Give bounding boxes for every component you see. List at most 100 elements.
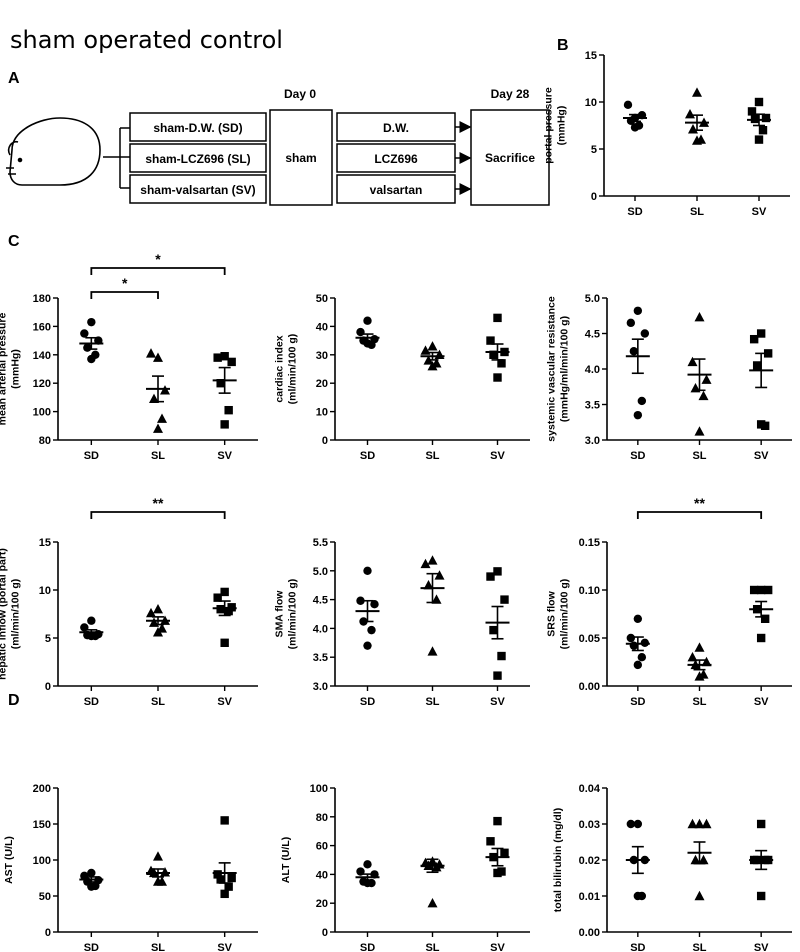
data-point-square: [489, 350, 498, 359]
data-point-square: [216, 379, 225, 388]
data-point-circle: [356, 596, 365, 605]
data-point-square: [493, 671, 502, 680]
y-tick-label: 10: [585, 97, 597, 109]
data-point-triangle: [153, 627, 163, 637]
y-axis-label: (mmHg): [10, 349, 22, 389]
data-point-circle: [87, 868, 96, 878]
y-tick-label: 60: [316, 841, 328, 853]
data-point-triangle: [701, 656, 712, 667]
y-axis-label: ALT (U/L): [280, 837, 292, 883]
day0-label: Day 0: [284, 87, 316, 101]
y-tick-label: 3.5: [313, 652, 328, 664]
x-tick-label: SL: [425, 450, 439, 462]
data-point-square: [227, 357, 236, 367]
data-point-triangle: [157, 413, 167, 423]
data-point-triangle: [698, 390, 709, 401]
endpoint-label: Sacrifice: [485, 151, 535, 165]
y-axis-label: (mmHg): [556, 106, 568, 146]
data-point-triangle: [427, 555, 438, 565]
data-point-circle: [83, 343, 92, 352]
x-tick-label: SL: [692, 696, 706, 708]
data-point-square: [486, 837, 495, 846]
treatment-label-valsartan: valsartan: [370, 183, 423, 197]
y-axis-label: mean arterial pressure: [0, 313, 9, 426]
data-point-square: [220, 587, 229, 597]
y-tick-label: 20: [316, 898, 328, 910]
x-tick-label: SV: [490, 450, 505, 462]
x-tick-label: SD: [84, 696, 99, 708]
data-point-square: [752, 361, 762, 370]
data-point-circle: [633, 306, 643, 315]
significance-bracket: [90, 511, 226, 519]
data-point-square: [224, 882, 233, 891]
y-tick-label: 0.00: [579, 681, 600, 693]
data-point-square: [216, 875, 225, 884]
data-point-circle: [629, 641, 639, 650]
treatment-label-dw: D.W.: [383, 121, 409, 135]
data-point-circle: [633, 614, 643, 623]
x-tick-label: SV: [490, 696, 505, 708]
data-point-square: [220, 816, 229, 825]
y-axis-label: SMA flow: [274, 590, 286, 638]
significance-label: *: [122, 275, 128, 291]
significance-label: **: [153, 495, 164, 511]
data-point-circle: [626, 633, 636, 643]
y-tick-label: 80: [316, 812, 328, 824]
x-tick-label: SL: [151, 696, 165, 708]
x-tick-label: SL: [425, 696, 439, 708]
day28-label: Day 28: [491, 87, 530, 101]
y-tick-label: 0.02: [579, 855, 600, 867]
x-tick-label: SD: [630, 450, 645, 462]
data-point-square: [763, 349, 773, 358]
data-point-square: [756, 329, 766, 338]
x-tick-label: SL: [692, 450, 706, 462]
y-tick-label: 5.5: [313, 537, 328, 549]
y-tick-label: 0.04: [579, 783, 601, 795]
data-point-circle: [633, 819, 643, 829]
data-point-triangle: [420, 558, 431, 569]
y-tick-label: 80: [39, 435, 51, 447]
group-label-sd: sham-D.W. (SD): [153, 121, 242, 135]
y-tick-label: 180: [33, 293, 51, 305]
data-point-triangle: [427, 898, 438, 908]
data-point-square: [493, 816, 502, 826]
data-point-circle: [370, 600, 379, 609]
y-tick-label: 3.5: [585, 400, 600, 412]
y-tick-label: 10: [316, 407, 328, 419]
x-tick-label: SV: [217, 450, 232, 462]
data-point-square: [489, 625, 498, 635]
y-tick-label: 20: [316, 378, 328, 390]
data-point-triangle: [431, 594, 442, 604]
data-point-triangle: [427, 360, 438, 371]
y-axis-label: SRS flow: [546, 590, 558, 636]
rat-icon: [6, 117, 101, 186]
data-point-triangle: [146, 607, 156, 618]
data-point-square: [756, 633, 766, 643]
x-tick-label: SL: [690, 206, 704, 218]
data-point-triangle: [434, 349, 445, 359]
data-point-triangle: [687, 652, 698, 662]
significance-label: *: [155, 251, 161, 267]
y-tick-label: 40: [316, 869, 328, 881]
data-point-square: [749, 585, 759, 595]
data-point-triangle: [690, 854, 701, 865]
data-point-circle: [640, 329, 650, 338]
y-axis-label: (ml/min/100 g): [10, 579, 22, 650]
figure-title: sham operated control: [10, 26, 283, 54]
y-tick-label: 100: [33, 407, 51, 419]
data-point-triangle: [153, 604, 163, 614]
x-tick-label: SD: [84, 942, 99, 952]
data-point-square: [213, 870, 222, 879]
data-point-square: [500, 595, 509, 604]
x-tick-label: SD: [627, 206, 642, 218]
y-axis-label: AST (U/L): [3, 836, 15, 884]
x-tick-label: SD: [84, 450, 99, 462]
data-point-triangle: [694, 818, 705, 829]
data-point-circle: [87, 317, 96, 327]
data-point-triangle: [694, 642, 705, 652]
y-tick-label: 0: [45, 681, 51, 693]
